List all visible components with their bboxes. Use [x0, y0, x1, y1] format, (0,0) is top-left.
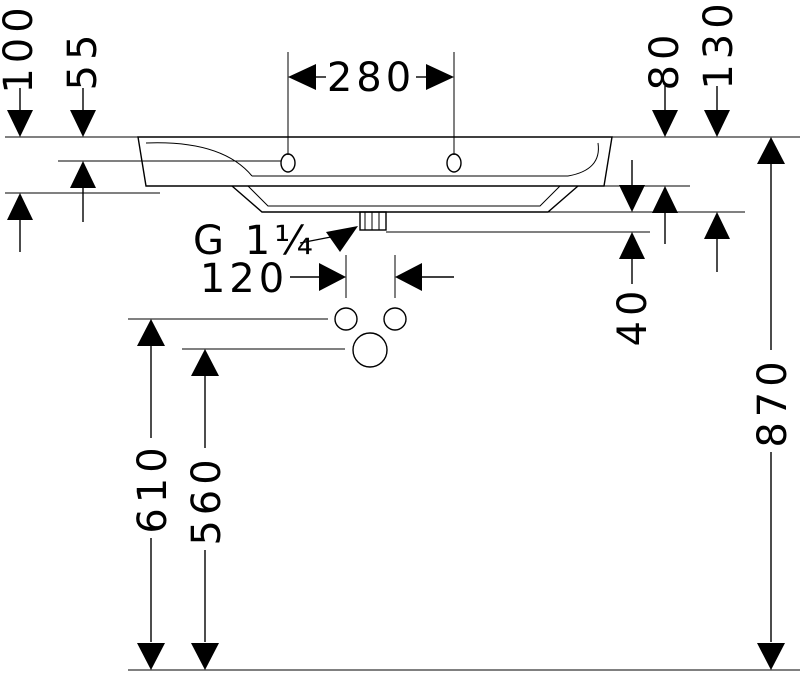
- drain-thread-label: G 1¼: [193, 218, 317, 264]
- dim-130-lower-2: [704, 212, 730, 272]
- tap-hole-left: [280, 153, 296, 173]
- dim-120-label: 120: [200, 256, 288, 302]
- dim-610: 610: [130, 319, 176, 670]
- dim-55-label: 55: [60, 30, 106, 91]
- dim-80-label: 80: [642, 30, 688, 91]
- dim-80-lower: [619, 160, 645, 212]
- supply-left: [334, 307, 358, 331]
- dim-40-label: 40: [610, 286, 656, 347]
- dim-120: 120: [200, 256, 454, 302]
- dim-130-label: 130: [696, 0, 742, 90]
- dim-100-label: 100: [0, 2, 42, 93]
- waste-pipe: [352, 332, 388, 368]
- drain-fitting: [359, 211, 387, 231]
- washbasin: [137, 136, 613, 231]
- dim-130-lower: [652, 186, 678, 244]
- dim-870-label: 870: [750, 356, 796, 447]
- dim-610-label: 610: [130, 442, 176, 533]
- dim-55: 55: [60, 30, 106, 222]
- dim-560: 560: [184, 349, 230, 670]
- dim-560-label: 560: [184, 454, 230, 545]
- dim-870: 870: [750, 137, 796, 670]
- drain-thread-callout: G 1¼: [193, 218, 358, 264]
- tap-hole-right: [446, 153, 462, 173]
- extension-lines: [5, 52, 800, 671]
- dim-280-label: 280: [327, 55, 415, 101]
- dim-40: 40: [610, 232, 656, 346]
- dim-130: 130: [696, 0, 742, 137]
- supply-right: [383, 307, 407, 331]
- dim-80: 80: [642, 30, 688, 137]
- dim-280: 280: [288, 55, 454, 101]
- dim-100: 100: [0, 2, 42, 252]
